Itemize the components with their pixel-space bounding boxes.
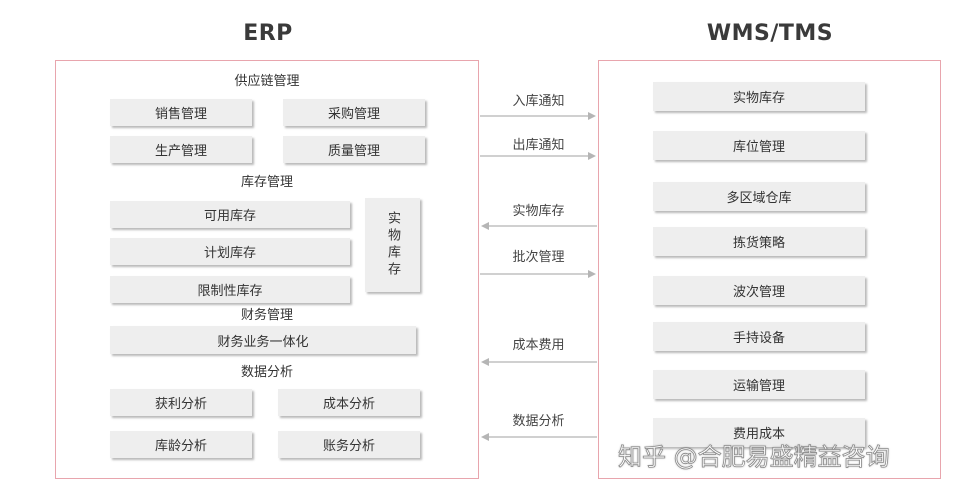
finance-business-integration-box: 财务业务一体化: [110, 326, 416, 354]
watermark: 知乎 @合肥易盛精益咨询: [618, 443, 890, 472]
flow-label: 入库通知: [512, 94, 565, 109]
flow-label: 批次管理: [512, 250, 565, 265]
finance-heading: 财务管理: [240, 308, 293, 323]
production-management-box: 生产管理: [110, 136, 252, 163]
cost-analysis-box: 成本分析: [278, 389, 420, 416]
wms-expense-cost-box: 费用成本: [653, 418, 865, 447]
wms-picking-strategy-box: 拣货策略: [653, 227, 865, 256]
flow-arrow-icon: [480, 270, 596, 278]
wms-physical-inventory-box: 实物库存: [653, 82, 865, 111]
erp-panel: 供应链管理 销售管理 采购管理 生产管理 质量管理 库存管理 可用库存 计划库存…: [55, 60, 479, 479]
available-inventory-box: 可用库存: [110, 201, 350, 228]
supply-chain-heading: 供应链管理: [234, 74, 300, 89]
wms-handheld-device-box: 手持设备: [653, 322, 865, 351]
physical-inventory-box: 实物库存: [365, 198, 420, 292]
purchase-management-box: 采购管理: [283, 99, 425, 126]
sales-management-box: 销售管理: [110, 99, 252, 126]
planned-inventory-box: 计划库存: [110, 238, 350, 265]
quality-management-box: 质量管理: [283, 136, 425, 163]
flow-label: 出库通知: [512, 138, 565, 153]
restricted-inventory-box: 限制性库存: [110, 276, 350, 303]
flow-label: 实物库存: [512, 204, 565, 219]
wms-location-management-box: 库位管理: [653, 131, 865, 160]
wms-transport-management-box: 运输管理: [653, 370, 865, 399]
accounts-analysis-box: 账务分析: [278, 431, 420, 458]
flow-arrow-icon: [481, 222, 597, 230]
analytics-heading: 数据分析: [240, 365, 293, 380]
erp-title: ERP: [243, 21, 293, 46]
inventory-age-analysis-box: 库龄分析: [110, 431, 252, 458]
wms-wave-management-box: 波次管理: [653, 276, 865, 305]
flow-arrow-icon: [480, 152, 596, 160]
wms-tms-title: WMS/TMS: [706, 21, 834, 46]
wms-tms-panel: 实物库存 库位管理 多区域仓库 拣货策略 波次管理 手持设备 运输管理 费用成本: [598, 60, 941, 479]
wms-multi-zone-warehouse-box: 多区域仓库: [653, 182, 865, 211]
inventory-heading: 库存管理: [240, 175, 293, 190]
flow-arrow-icon: [481, 358, 597, 366]
physical-inventory-label: 实物库存: [385, 211, 400, 279]
flow-arrow-icon: [481, 433, 597, 441]
flow-arrow-icon: [480, 112, 596, 120]
flow-label: 数据分析: [512, 414, 565, 429]
profit-analysis-box: 获利分析: [110, 389, 252, 416]
flow-label: 成本费用: [512, 338, 565, 353]
